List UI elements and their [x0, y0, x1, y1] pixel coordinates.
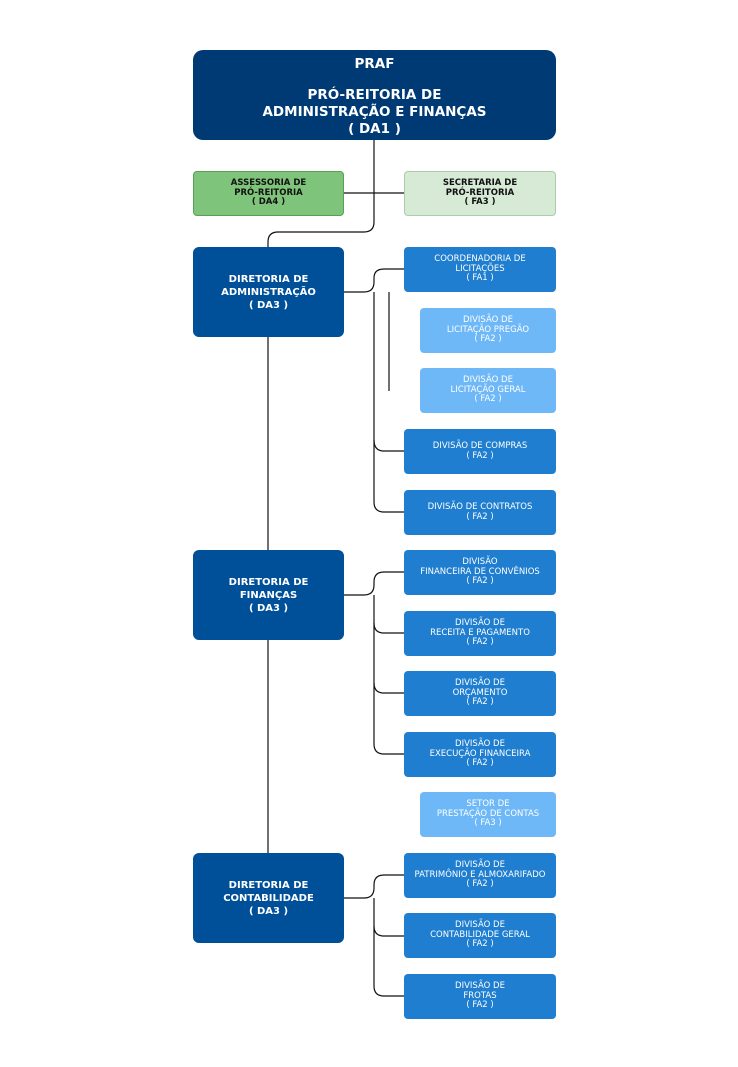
- divisao-frotas-box: DIVISÃO DE FROTAS ( FA2 ): [404, 974, 556, 1019]
- coord-line2: LICITAÇÕES: [455, 263, 505, 274]
- orcamento-line2: ORÇAMENTO: [452, 687, 508, 698]
- divisao-receita-box: DIVISÃO DE RECEITA E PAGAMENTO ( FA2 ): [404, 611, 556, 656]
- dir-admin-code: ( DA3 ): [248, 299, 289, 311]
- geral-code: ( FA2 ): [474, 394, 502, 405]
- compras-code: ( FA2 ): [466, 450, 494, 461]
- dir-fin-code: ( DA3 ): [248, 602, 289, 614]
- top-line3: ADMINISTRAÇÃO E FINANÇAS: [262, 103, 487, 120]
- diretoria-financas-box: DIRETORIA DE FINANÇAS ( DA3 ): [193, 550, 344, 640]
- secretaria-line2: PRÓ-REITORIA: [445, 187, 515, 198]
- divisao-execucao-box: DIVISÃO DE EXECUÇÃO FINANCEIRA ( FA2 ): [404, 732, 556, 777]
- dir-cont-line1: DIRETORIA DE: [228, 879, 309, 891]
- orcamento-line1: DIVISÃO DE: [455, 677, 505, 688]
- orcamento-code: ( FA2 ): [466, 697, 494, 708]
- receita-code: ( FA2 ): [466, 637, 494, 648]
- convenios-line2: FINANCEIRA DE CONVÊNIOS: [420, 566, 540, 577]
- patrimonio-code: ( FA2 ): [466, 879, 494, 890]
- divisao-licitacao-pregao-box: DIVISÃO DE LICITAÇÃO PREGÃO ( FA2 ): [420, 308, 556, 353]
- coordenadoria-licitacoes-box: COORDENADORIA DE LICITAÇÕES ( FA1 ): [404, 247, 556, 292]
- receita-line2: RECEITA E PAGAMENTO: [430, 627, 530, 638]
- frotas-code: ( FA2 ): [466, 1000, 494, 1011]
- frotas-line1: DIVISÃO DE: [455, 980, 505, 991]
- pro-reitoria-box: PRAF PRÓ-REITORIA DE ADMINISTRAÇÃO E FIN…: [193, 50, 556, 140]
- contabilidade-line2: CONTABILIDADE GERAL: [430, 929, 530, 940]
- coord-line1: COORDENADORIA DE: [434, 253, 526, 264]
- dir-cont-line2: CONTABILIDADE: [223, 892, 314, 904]
- diretoria-contabilidade-box: DIRETORIA DE CONTABILIDADE ( DA3 ): [193, 853, 344, 943]
- divisao-convenios-box: DIVISÃO FINANCEIRA DE CONVÊNIOS ( FA2 ): [404, 550, 556, 595]
- prestacao-line2: PRESTAÇÃO DE CONTAS: [436, 808, 540, 819]
- execucao-code: ( FA2 ): [466, 758, 494, 769]
- setor-prestacao-contas-box: SETOR DE PRESTAÇÃO DE CONTAS ( FA3 ): [420, 792, 556, 837]
- top-acronym: PRAF: [354, 56, 395, 72]
- secretaria-line1: SECRETARIA DE: [442, 177, 518, 188]
- prestacao-code: ( FA3 ): [474, 818, 502, 829]
- convenios-code: ( FA2 ): [466, 576, 494, 587]
- contabilidade-code: ( FA2 ): [466, 939, 494, 950]
- prestacao-line1: SETOR DE: [466, 798, 510, 809]
- compras-line1: DIVISÃO DE COMPRAS: [432, 440, 528, 451]
- dir-cont-code: ( DA3 ): [248, 905, 289, 917]
- geral-line2: LICITAÇÃO GERAL: [450, 384, 526, 395]
- pregao-line2: LICITAÇÃO PREGÃO: [446, 324, 530, 335]
- coord-code: ( FA1 ): [466, 273, 494, 284]
- divisao-licitacao-geral-box: DIVISÃO DE LICITAÇÃO GERAL ( FA2 ): [420, 368, 556, 413]
- patrimonio-line1: DIVISÃO DE: [455, 859, 505, 870]
- assessoria-line1: ASSESSORIA DE: [230, 177, 307, 188]
- receita-line1: DIVISÃO DE: [455, 617, 505, 628]
- dir-fin-line2: FINANÇAS: [239, 589, 298, 601]
- convenios-line1: DIVISÃO: [462, 556, 498, 567]
- divisao-orcamento-box: DIVISÃO DE ORÇAMENTO ( FA2 ): [404, 671, 556, 716]
- top-code: ( DA1 ): [348, 120, 401, 137]
- contabilidade-line1: DIVISÃO DE: [455, 919, 505, 930]
- assessoria-line2: PRÓ-REITORIA: [234, 187, 303, 198]
- divisao-compras-box: DIVISÃO DE COMPRAS ( FA2 ): [404, 429, 556, 474]
- dir-fin-line1: DIRETORIA DE: [228, 576, 309, 588]
- geral-line1: DIVISÃO DE: [463, 374, 513, 385]
- secretaria-box: SECRETARIA DE PRÓ-REITORIA ( FA3 ): [404, 171, 556, 216]
- top-line2: PRÓ-REITORIA DE: [307, 86, 442, 103]
- secretaria-code: ( FA3 ): [464, 197, 496, 208]
- dir-admin-line2: ADMINISTRAÇÃO: [221, 286, 316, 298]
- execucao-line1: DIVISÃO DE: [455, 738, 505, 749]
- divisao-contabilidade-geral-box: DIVISÃO DE CONTABILIDADE GERAL ( FA2 ): [404, 913, 556, 958]
- divisao-patrimonio-box: DIVISÃO DE PATRIMÔNIO E ALMOXARIFADO ( F…: [404, 853, 556, 898]
- frotas-line2: FROTAS: [463, 990, 497, 1001]
- diretoria-administracao-box: DIRETORIA DE ADMINISTRAÇÃO ( DA3 ): [193, 247, 344, 337]
- dir-admin-line1: DIRETORIA DE: [228, 273, 309, 285]
- contratos-code: ( FA2 ): [466, 511, 494, 522]
- patrimonio-line2: PATRIMÔNIO E ALMOXARIFADO: [414, 869, 546, 880]
- pregao-line1: DIVISÃO DE: [463, 314, 513, 325]
- contratos-line1: DIVISÃO DE CONTRATOS: [427, 501, 533, 512]
- execucao-line2: EXECUÇÃO FINANCEIRA: [429, 748, 531, 759]
- assessoria-box: ASSESSORIA DE PRÓ-REITORIA ( DA4 ): [193, 171, 344, 216]
- assessoria-code: ( DA4 ): [251, 197, 286, 208]
- divisao-contratos-box: DIVISÃO DE CONTRATOS ( FA2 ): [404, 490, 556, 535]
- pregao-code: ( FA2 ): [474, 334, 502, 345]
